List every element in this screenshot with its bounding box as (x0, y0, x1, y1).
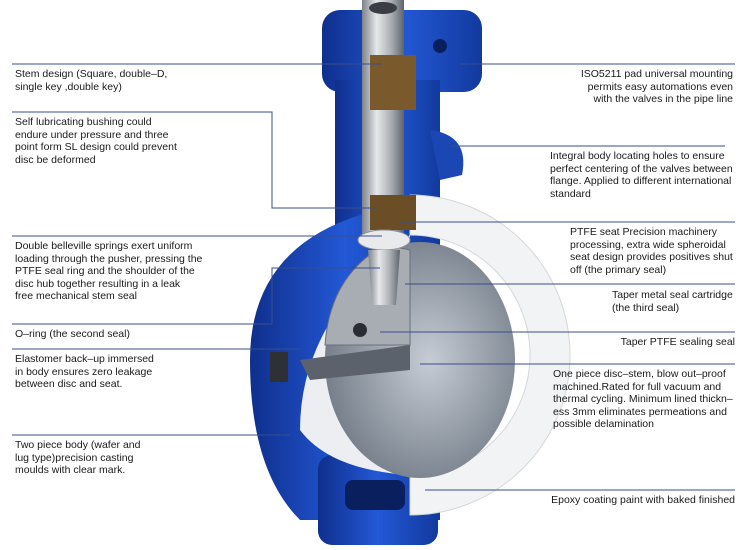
callout-elastomer: Elastomer back–up immersed in body ensur… (15, 353, 154, 390)
ptfe-seat (409, 194, 571, 516)
callout-belleville-springs: Double belleville springs exert uniform … (15, 240, 203, 302)
callout-taper-metal: Taper metal seal cartridge (the third se… (612, 289, 733, 314)
callout-two-piece-body: Two piece body (wafer and lug type)preci… (15, 439, 141, 476)
callout-o-ring: O–ring (the second seal) (15, 328, 130, 340)
leader-lines (12, 63, 735, 491)
bolt (270, 352, 288, 382)
callout-disc-stem: One piece disc–stem, blow out–proof mach… (553, 368, 733, 430)
callout-iso5211: ISO5211 pad universal mounting permits e… (580, 68, 733, 105)
mounting-hole-icon (433, 39, 447, 53)
stem (357, 0, 416, 305)
callout-taper-ptfe: Taper PTFE sealing seal (620, 336, 735, 348)
callout-stem-design: Stem design (Square, double–D, single ke… (15, 68, 168, 93)
callout-epoxy: Epoxy coating paint with baked finished (551, 494, 735, 506)
callout-ptfe-seat: PTFE seat Precision machinery processing… (570, 226, 733, 276)
callout-locating-holes: Integral body locating holes to ensure p… (550, 150, 733, 200)
callout-bushing: Self lubricating bushing could endure un… (15, 116, 177, 166)
